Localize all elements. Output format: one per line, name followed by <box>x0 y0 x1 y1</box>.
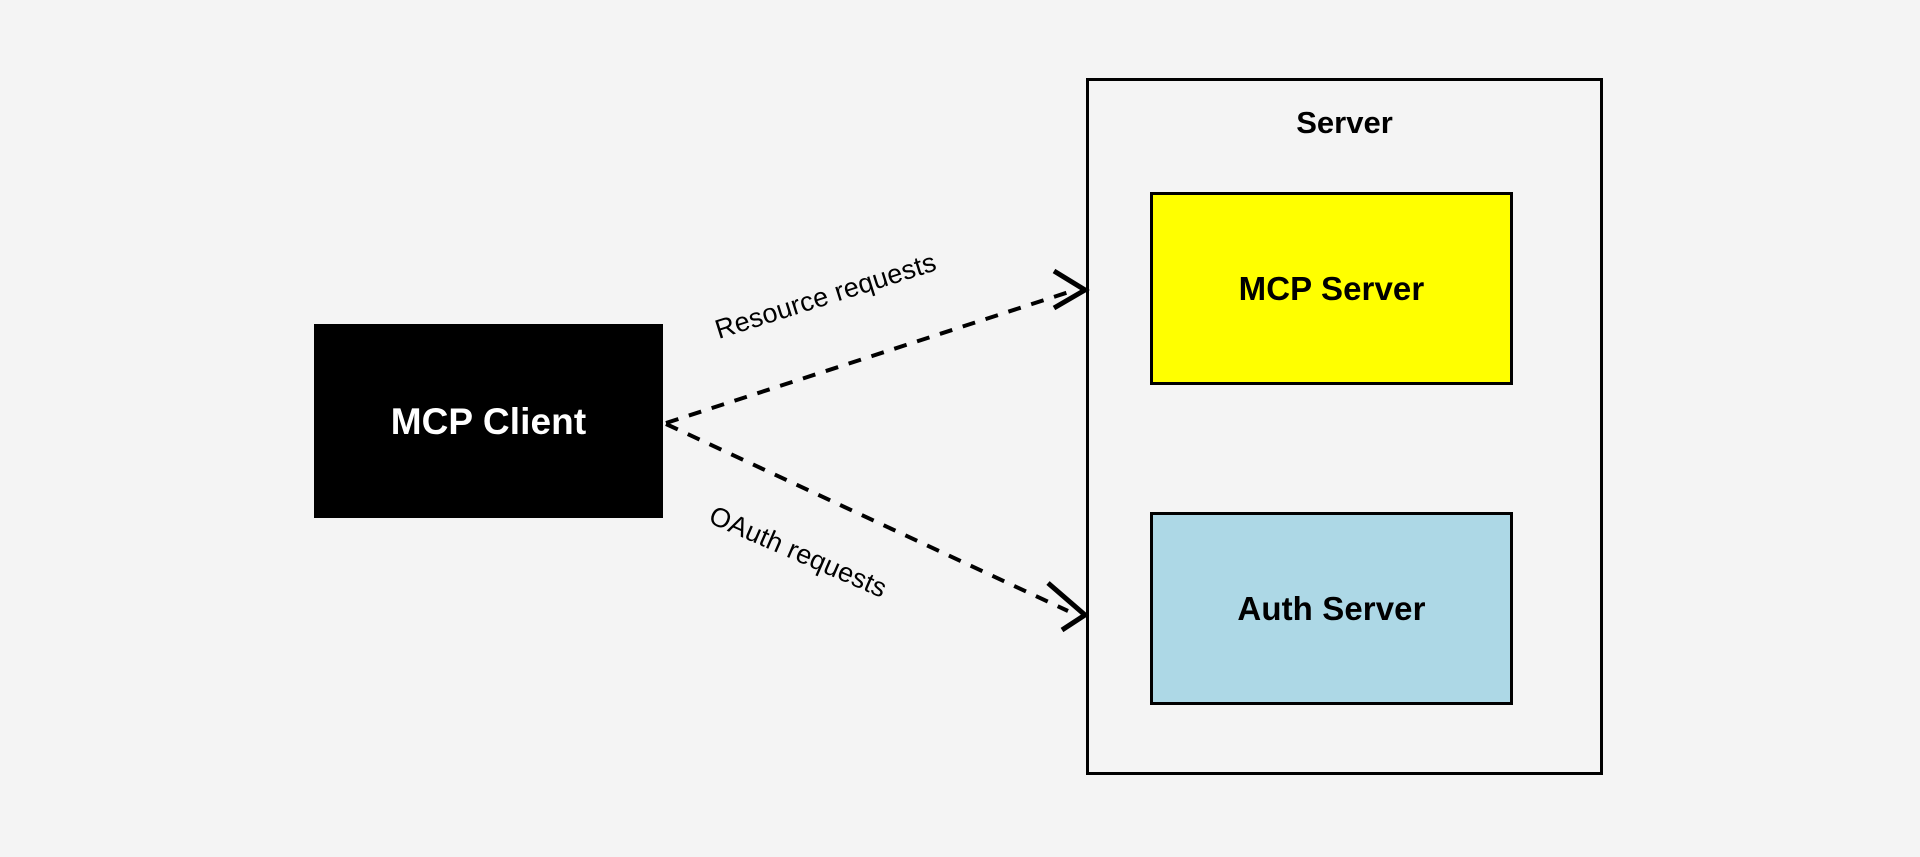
node-server-container-label: Server <box>1296 105 1393 140</box>
node-mcp-client[interactable]: MCP Client <box>314 324 663 518</box>
oauth-requests-arrowhead-icon <box>1046 581 1090 633</box>
node-server-container[interactable]: Server <box>1086 78 1603 775</box>
node-auth-server-label: Auth Server <box>1237 590 1426 627</box>
node-mcp-client-label: MCP Client <box>390 400 587 442</box>
node-mcp-server-label: MCP Server <box>1238 270 1425 307</box>
resource-requests-arrowhead-icon <box>1052 268 1090 311</box>
node-auth-server[interactable]: Auth Server <box>1150 512 1513 705</box>
edge-label-oauth-requests: OAuth requests <box>704 500 892 604</box>
edge-label-resource-requests: Resource requests <box>711 246 940 345</box>
node-mcp-server[interactable]: MCP Server <box>1150 192 1513 385</box>
